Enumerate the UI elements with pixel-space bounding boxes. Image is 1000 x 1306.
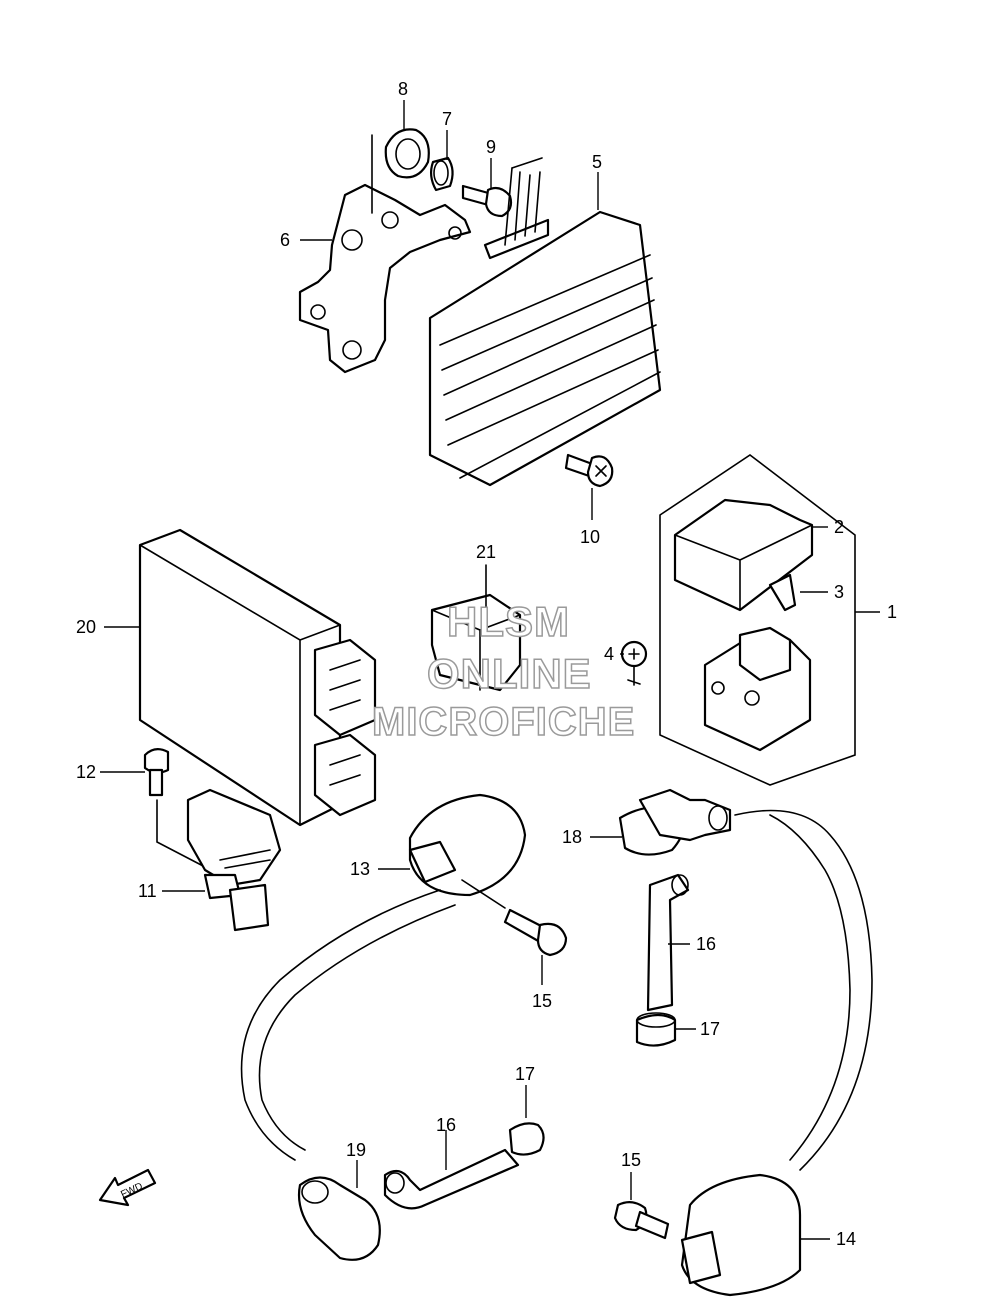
- grommet-part: [384, 128, 430, 179]
- callout-10: 10: [580, 527, 600, 547]
- sensor-part: [186, 788, 282, 932]
- callout-17b: 17: [515, 1064, 535, 1084]
- callout-21: 21: [476, 542, 496, 562]
- ignition-coil-part: [240, 793, 527, 1161]
- callout-4: 4: [604, 644, 614, 664]
- starter-relay-assembly: [659, 454, 856, 786]
- lead-part-16a: [646, 873, 690, 1012]
- regulator-part: [428, 157, 662, 487]
- callout-11: 11: [138, 881, 157, 901]
- callout-3: 3: [834, 582, 844, 602]
- cap-part-17a: [635, 1012, 677, 1047]
- plug-cap-part-18: [618, 788, 732, 856]
- bracket-part: [298, 134, 472, 374]
- callout-20: 20: [76, 617, 96, 637]
- callout-6: 6: [280, 230, 290, 250]
- lead-part-16b: [383, 1148, 520, 1210]
- callout-1: 1: [887, 602, 897, 622]
- callout-15b: 15: [621, 1150, 641, 1170]
- screw-part: [620, 640, 648, 686]
- connector-part: [430, 564, 522, 692]
- bolt-part: [461, 184, 513, 218]
- bolt-part-15a: [461, 879, 568, 957]
- plug-cap-part-19: [297, 1176, 381, 1261]
- callout-19: 19: [346, 1140, 366, 1160]
- collar-part: [429, 156, 454, 192]
- bolt-part-15b: [613, 1201, 670, 1240]
- cap-part-17b: [508, 1122, 545, 1156]
- callout-17a: 17: [700, 1019, 720, 1039]
- callouts: 8 7 9 5 6 10 2 3 1 21 4 20 12 11 13 15 1…: [76, 79, 897, 1249]
- callout-8: 8: [398, 79, 408, 99]
- callout-5: 5: [592, 152, 602, 172]
- callout-7: 7: [442, 109, 452, 129]
- callout-13: 13: [350, 859, 370, 879]
- callout-16a: 16: [696, 934, 716, 954]
- bolt-part-10: [564, 453, 614, 488]
- callout-15a: 15: [532, 991, 552, 1011]
- callout-9: 9: [486, 137, 496, 157]
- fwd-arrow-icon: FWD: [98, 1168, 157, 1207]
- callout-18: 18: [562, 827, 582, 847]
- ignition-coil-part-14: [680, 809, 873, 1297]
- callout-14: 14: [836, 1229, 856, 1249]
- leader-lines: [100, 100, 880, 1240]
- callout-2: 2: [834, 517, 844, 537]
- callout-12: 12: [76, 762, 96, 782]
- callout-16b: 16: [436, 1115, 456, 1135]
- ecm-part: [138, 528, 377, 827]
